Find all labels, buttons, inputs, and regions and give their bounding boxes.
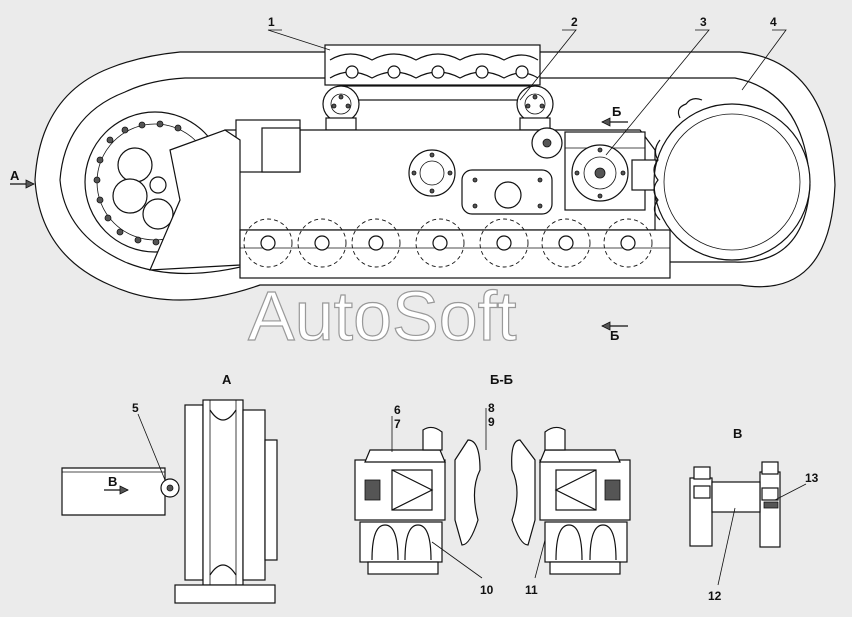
view-a-title: А [222,372,232,387]
section-right-flange [511,439,536,546]
callout-10: 10 [480,583,494,597]
view-a-marker: А [10,168,20,183]
frame-small-hub [531,127,563,159]
callout-12: 12 [708,589,722,603]
track-rollers [243,218,653,268]
view-v: В 13 12 [689,426,819,603]
carrier-roller-right [516,85,554,131]
callout-4: 4 [770,15,777,29]
bottom-rail [239,229,671,279]
section-left-roller [354,426,446,575]
section-b-marker-bottom: Б [610,328,619,343]
chain-links-top [324,44,541,101]
callout-2: 2 [571,15,578,29]
carrier-roller-left [322,85,360,131]
section-b-b: Б-Б [354,372,631,597]
callout-11: 11 [525,583,538,597]
callout-8: 8 [488,401,495,415]
callout-3: 3 [700,15,707,29]
view-a: А В 5 [61,372,278,604]
tensioner-hub [571,144,657,202]
view-v-marker: В [108,474,117,489]
frame-inspection-plate [461,169,553,215]
callout-13: 13 [805,471,819,485]
idler-wheel [653,98,811,261]
main-track-view: А Б Б 1 2 3 4 [10,15,836,343]
frame-flange [408,149,456,197]
callout-9: 9 [488,415,495,429]
section-right-roller [539,426,631,575]
section-left-flange [454,439,481,546]
callout-5: 5 [132,401,139,415]
callout-7: 7 [394,417,401,431]
watermark: AutoSoft [248,277,517,355]
view-v-title: В [733,426,742,441]
callout-1: 1 [268,15,275,29]
section-b-marker-top: Б [612,104,621,119]
callout-6: 6 [394,403,401,417]
section-bb-title: Б-Б [490,372,513,387]
